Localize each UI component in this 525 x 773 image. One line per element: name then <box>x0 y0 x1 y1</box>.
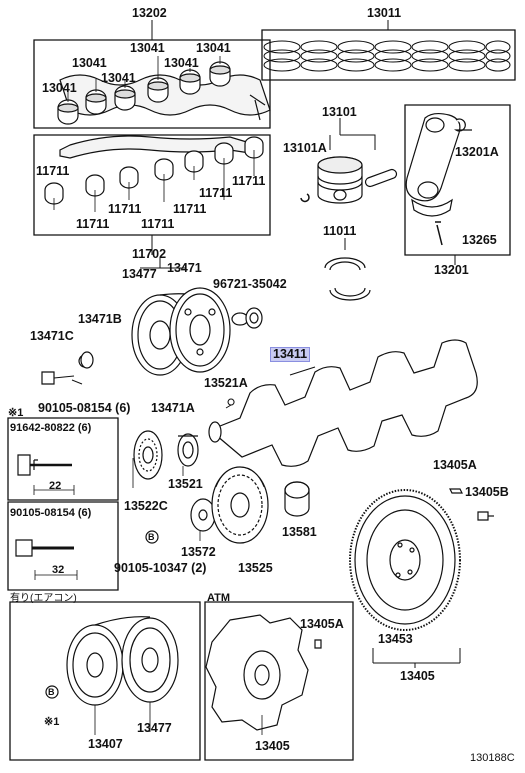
part-label-13411[interactable]: 13411 <box>270 347 311 362</box>
part-label-13477: 13477 <box>122 267 157 281</box>
bolt-label-91642: 91642-80822 (6) <box>10 422 92 434</box>
part-label-13405: 13405 <box>400 669 435 683</box>
crankshaft-illustration <box>208 339 478 467</box>
part-label-11711: 11711 <box>36 164 70 178</box>
ac-section-label: 有り(エアコン) <box>10 593 77 604</box>
part-label-13201: 13201 <box>434 263 469 277</box>
part-label-13471a: 13471A <box>151 401 195 415</box>
part-label-90105-08154: 90105-08154 (6) <box>38 401 131 415</box>
part-label-13405a: 13405A <box>433 458 477 472</box>
atm-section-label: ATM <box>207 592 231 604</box>
part-label-13405b: 13405B <box>465 485 509 499</box>
part-label-11711: 11711 <box>76 217 110 231</box>
part-label-11702: 11702 <box>132 247 167 261</box>
circle-b-marker: B <box>148 532 155 542</box>
part-label-13101a: 13101A <box>283 141 327 155</box>
part-label-13471c: 13471C <box>30 329 74 343</box>
part-label-13572: 13572 <box>181 545 216 559</box>
part-label-13525: 13525 <box>238 561 273 575</box>
part-label-13041: 13041 <box>164 56 199 70</box>
part-label-13453: 13453 <box>378 632 413 646</box>
piston-rings-illustration <box>261 20 516 81</box>
part-label-13041: 13041 <box>130 41 165 55</box>
ref-note-1: ※1 <box>44 716 60 728</box>
part-label-13041: 13041 <box>101 71 136 85</box>
part-label-11711: 11711 <box>199 186 233 200</box>
thrust-bearing-illustration <box>44 135 264 212</box>
part-label-13265: 13265 <box>462 233 497 247</box>
part-label-13201a: 13201A <box>455 145 499 159</box>
part-label-13041: 13041 <box>72 56 107 70</box>
ref-note-1: ※1 <box>8 407 24 419</box>
part-label-13405a: 13405A <box>300 617 344 631</box>
part-label-13521a: 13521A <box>204 376 248 390</box>
part-label-13471: 13471 <box>167 261 202 275</box>
part-label-13041: 13041 <box>42 81 77 95</box>
part-label-13101: 13101 <box>322 105 357 119</box>
bolt-length-22: 22 <box>49 480 62 492</box>
circle-b-marker: B <box>48 687 55 697</box>
bearing-set-illustration <box>57 56 271 125</box>
drive-plate-illustration <box>205 614 322 735</box>
bolt-length-32: 32 <box>52 564 65 576</box>
diagram-id: 130188C <box>470 752 515 764</box>
part-label-13471b: 13471B <box>78 312 122 326</box>
part-label-13407: 13407 <box>88 737 123 751</box>
part-label-13477: 13477 <box>137 721 172 735</box>
part-label-13581: 13581 <box>282 525 317 539</box>
connecting-rod-illustration <box>404 104 511 265</box>
part-label-96721-35042: 96721-35042 <box>213 277 287 291</box>
part-label-11711: 11711 <box>141 217 175 231</box>
part-label-13522c: 13522C <box>124 499 168 513</box>
part-label-11711: 11711 <box>108 202 142 216</box>
part-label-13405: 13405 <box>255 739 290 753</box>
crankshaft-pulley-illustration <box>41 257 263 385</box>
bolt-label-90105: 90105-08154 (6) <box>10 507 92 519</box>
part-label-13521: 13521 <box>168 477 203 491</box>
part-label-11711: 11711 <box>173 202 207 216</box>
part-label-13202: 13202 <box>132 6 167 20</box>
part-label-13041: 13041 <box>196 41 231 55</box>
part-label-13011: 13011 <box>367 6 402 20</box>
crankshaft-timing-gear-illustration <box>132 430 310 544</box>
part-label-11711: 11711 <box>232 174 266 188</box>
part-label-11011: 11011 <box>323 224 357 238</box>
bolt-details <box>15 454 78 580</box>
thrust-washer-illustration <box>324 238 371 301</box>
ac-pulley-illustration <box>45 616 179 735</box>
flywheel-illustration <box>349 488 494 668</box>
piston-illustration <box>300 118 398 204</box>
part-label-90105-10347: 90105-10347 (2) <box>114 561 207 575</box>
